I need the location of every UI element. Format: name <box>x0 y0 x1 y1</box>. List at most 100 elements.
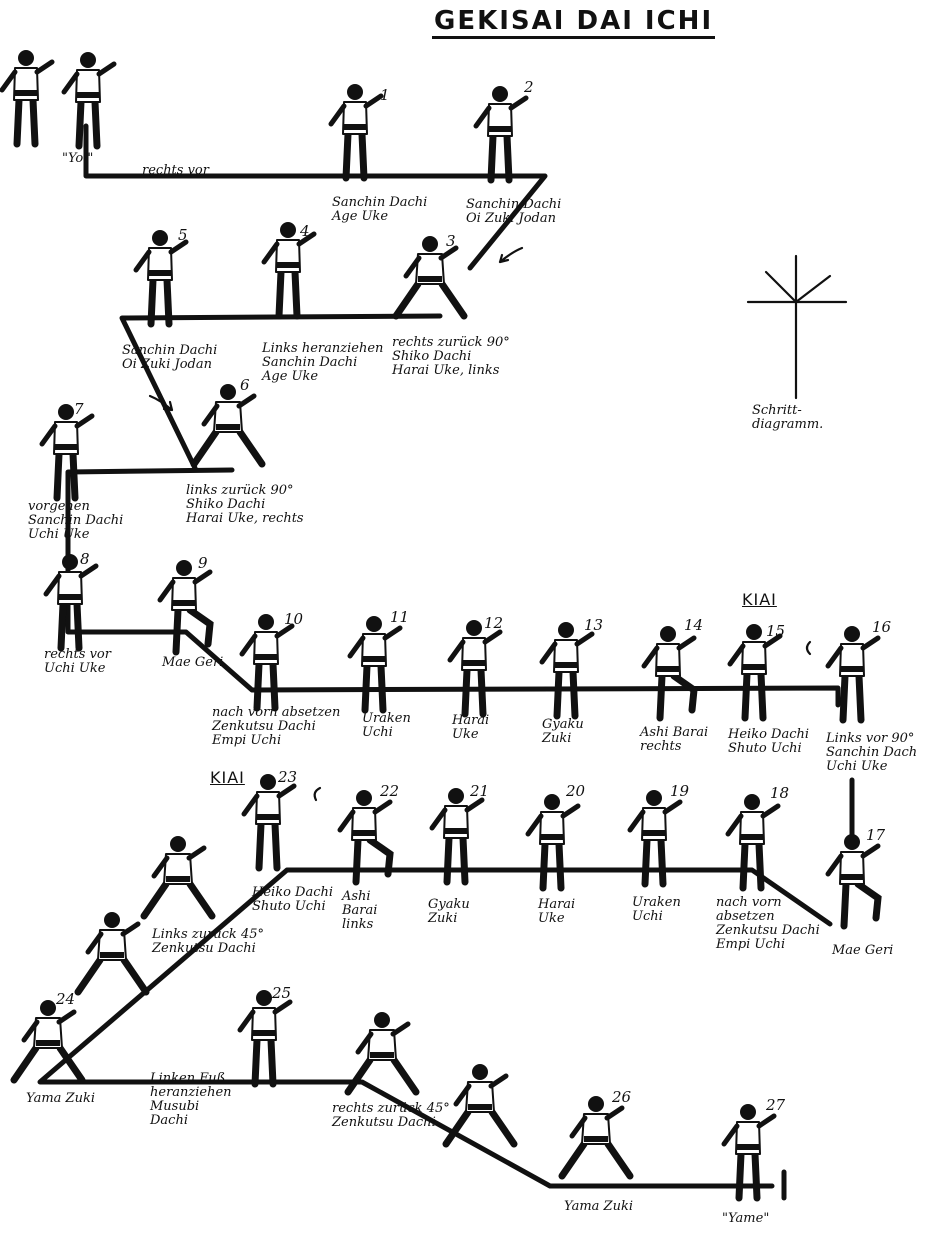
karateka-figure <box>825 834 882 930</box>
step-number: 10 <box>284 610 304 628</box>
step-number: 27 <box>766 1096 786 1114</box>
step-number: 5 <box>178 226 188 244</box>
karateka-figure <box>328 84 384 182</box>
step-label: nach vorn absetzen Zenkutsu Dachi Empi U… <box>716 895 820 952</box>
step-label: Links vor 90° Sanchin Dach Uchi Uke <box>826 731 918 774</box>
karateka-figure <box>237 990 293 1088</box>
karateka-figure <box>539 622 595 720</box>
karateka-figure <box>157 560 214 656</box>
step-number: 7 <box>74 400 84 418</box>
step-number: 23 <box>278 768 298 786</box>
path-row5 <box>37 867 833 1189</box>
karateka-figure <box>641 626 698 722</box>
figures <box>0 50 882 1202</box>
karateka-figure <box>190 384 266 468</box>
karateka-figure <box>43 554 99 652</box>
path-row1 <box>83 123 548 271</box>
karateka-figure <box>429 788 485 886</box>
karateka-figure <box>261 222 317 320</box>
karateka-figure <box>39 404 95 502</box>
path-row3 <box>65 467 841 708</box>
karateka-figure <box>473 86 529 184</box>
step-number: 18 <box>770 784 790 802</box>
karateka-figure <box>558 1096 634 1180</box>
step-label-rechts-vor: rechts vor <box>142 163 209 178</box>
karateka-figure <box>344 1012 420 1096</box>
arrow-16 <box>805 640 812 656</box>
label-links-zurueck-45: Links zurück 45° Zenkutsu Dachi <box>152 927 264 956</box>
karateka-figure <box>721 1104 777 1202</box>
step-number: 22 <box>380 782 400 800</box>
karateka-figure <box>347 616 403 714</box>
label-rechts-zurueck-45: rechts zurück 45° Zenkutsu Dachi <box>332 1101 450 1130</box>
step-number: 19 <box>670 782 690 800</box>
step-label: Mae Geri <box>162 655 224 670</box>
step-number: 16 <box>872 618 892 636</box>
step-label: Sanchin Dachi Oi Zuki Jodan <box>122 343 218 372</box>
step-number: 8 <box>80 550 90 568</box>
arrow-6 <box>148 394 174 412</box>
step-label: Heiko Dachi Shuto Uchi <box>252 885 334 914</box>
karateka-figure <box>0 50 55 148</box>
step-label: Gyaku Zuki <box>542 717 584 746</box>
step-label: Links heranziehen Sanchin Dachi Age Uke <box>262 341 384 384</box>
karateka-figure <box>241 774 297 872</box>
step-label: Heiko Dachi Shuto Uchi <box>728 727 810 756</box>
step-label: Gyaku Zuki <box>428 897 470 926</box>
kiai-label-bottom: KIAI <box>210 768 245 787</box>
diagram-caption: Schritt- diagramm. <box>752 403 824 432</box>
kiai-label-top: KIAI <box>742 590 777 609</box>
step-number: 17 <box>866 826 886 844</box>
step-label: Linken Fuß heranziehen Musubi Dachi <box>150 1071 232 1128</box>
step-label: Uraken Uchi <box>362 711 411 740</box>
step-label: Yama Zuki <box>564 1199 633 1214</box>
step-number: 25 <box>272 984 292 1002</box>
step-number: 2 <box>524 78 534 96</box>
karateka-figure <box>74 912 150 996</box>
step-label: rechts zurück 90° Shiko Dachi Harai Uke,… <box>392 335 510 378</box>
arrow-23 <box>313 786 322 802</box>
step-number: 11 <box>390 608 410 626</box>
karateka-figure <box>392 236 468 320</box>
start-label: "Yoi" <box>62 151 94 166</box>
karateka-figure <box>10 1000 86 1084</box>
step-number: 9 <box>198 554 208 572</box>
kata-path <box>37 123 855 1201</box>
arrow-3 <box>498 246 524 264</box>
step-label: Harai Uke <box>538 897 576 926</box>
karateka-figure <box>525 794 581 892</box>
page-title: GEKISAI DAI ICHI <box>432 6 716 39</box>
step-label: nach vorn absetzen Zenkutsu Dachi Empi U… <box>212 705 341 748</box>
step-number: 3 <box>446 232 456 250</box>
karateka-figure <box>140 836 216 920</box>
karateka-figure <box>727 624 783 722</box>
karateka-figure <box>133 230 189 328</box>
karateka-figure <box>337 790 394 886</box>
step-number: 13 <box>584 616 604 634</box>
step-diagram-icon <box>746 254 848 400</box>
step-label: Uraken Uchi <box>632 895 681 924</box>
step-number: 1 <box>380 86 390 104</box>
step-number: 12 <box>484 614 504 632</box>
step-label: Sanchin Dachi Oi Zuki Jodan <box>466 197 562 226</box>
karateka-figure <box>239 614 295 712</box>
step-label: Mae Geri <box>832 943 894 958</box>
step-label: vorgehen Sanchin Dachi Uchi Uke <box>28 499 124 542</box>
step-label: Yama Zuki <box>26 1091 95 1106</box>
karateka-figure <box>442 1064 518 1148</box>
step-number: 6 <box>240 376 250 394</box>
karateka-figure <box>825 626 881 724</box>
karateka-figure <box>61 52 117 150</box>
step-label: Ashi Barai links <box>342 889 378 932</box>
step-number: 26 <box>612 1088 632 1106</box>
step-label: Ashi Barai rechts <box>640 725 709 754</box>
step-number: 21 <box>470 782 490 800</box>
step-label: links zurück 90° Shiko Dachi Harai Uke, … <box>186 483 304 526</box>
step-number: 4 <box>300 222 310 240</box>
karateka-figure <box>627 790 683 888</box>
end-label: "Yame" <box>722 1211 770 1226</box>
path-row2 <box>119 313 443 471</box>
karateka-figure <box>725 794 781 892</box>
step-number: 14 <box>684 616 704 634</box>
